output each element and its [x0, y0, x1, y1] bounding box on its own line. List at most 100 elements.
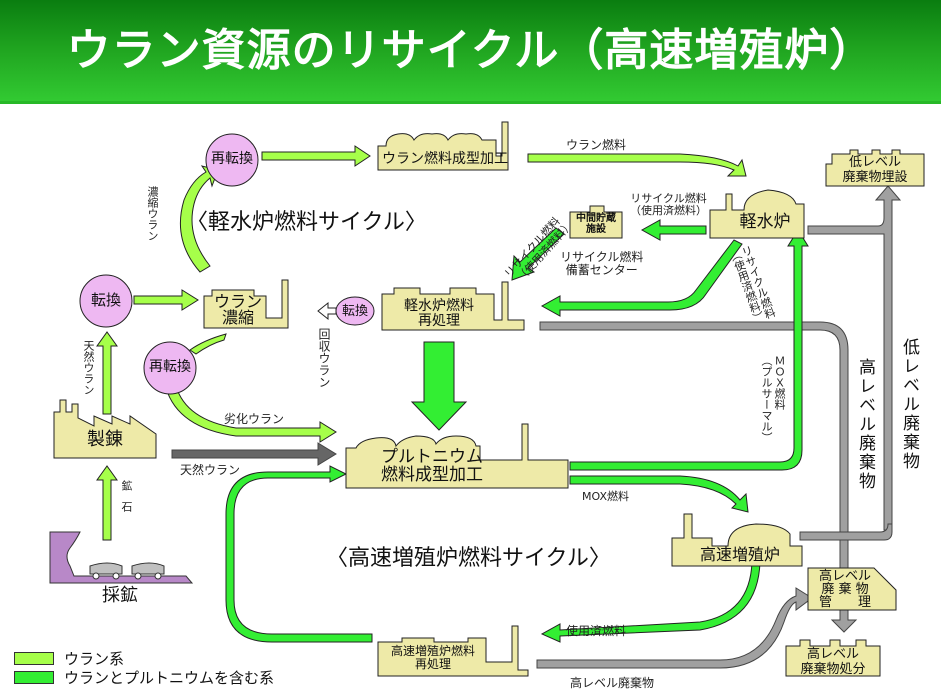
node-reconversion-mid [143, 341, 197, 395]
ore-up-arrow [96, 465, 118, 541]
title-rule [0, 101, 941, 104]
facility-fbr-label: 高速増殖炉 [699, 545, 780, 564]
label-line: ＭＯＸ燃料 [773, 355, 786, 410]
legend-swatch [14, 652, 54, 665]
reconversion-to-fabrication-arrow [261, 145, 371, 167]
facility-lwr-label: 軽水炉 [739, 212, 791, 232]
facility-fbr-reprocessing [377, 625, 529, 677]
facility-lwr [709, 189, 805, 239]
enriched-uranium-label: 濃縮ウラン [146, 186, 159, 241]
title-bar: ウラン資源のリサイクル（高速増殖炉） [0, 0, 941, 104]
facility-hlw-disposal-label: 高レベル 廃棄物処分 [786, 647, 880, 677]
label-line: 施設 [586, 224, 606, 235]
node-conversion-left-label: 転換 [90, 291, 121, 309]
conversion-to-enrichment-arrow [133, 289, 199, 311]
facility-pu-fabrication-label: プルトニウム 燃料成型加工 [352, 448, 512, 484]
node-conversion-left [79, 274, 133, 328]
recovered-uranium-arrow [317, 301, 337, 321]
node-reconversion-mid-label: 再転換 [149, 359, 191, 375]
facility-pu-fabrication [345, 423, 569, 489]
natural-uranium-up-label: 天然ウラン [82, 340, 95, 395]
legend-label: ウランとプルトニウムを含む系 [64, 669, 275, 687]
mine [49, 531, 194, 584]
hlw-vertical-label: 高レベル廃棄物 [855, 358, 875, 491]
label-line: 中間貯蔵 [576, 213, 616, 224]
conversion-nodes [79, 133, 375, 395]
hlw-label: 高レベル廃棄物 [570, 676, 655, 690]
legend-item-uranium: ウラン系 [14, 648, 124, 669]
fbr-cycle-title: 〈高速増殖炉燃料サイクル〉 [326, 546, 611, 571]
uranium-fuel-arrow [527, 153, 747, 177]
label-line: ウラン [213, 292, 262, 311]
fbr-low-level-waste-flow [799, 523, 893, 541]
facility-refining [53, 399, 157, 459]
label-line: プルトニウム [381, 447, 483, 467]
lwr-spent-to-reprocessing [540, 239, 743, 317]
legend-swatch [14, 671, 54, 684]
hlw-management-to-disposal-flow [830, 609, 858, 633]
facility-lwr-reprocessing-label: 軽水炉燃料 再処理 [384, 299, 494, 329]
recycle-diagonal-arrow [511, 227, 565, 281]
facility-interim-storage [569, 205, 623, 239]
spent-fuel-label: 使用済燃料 [566, 624, 627, 638]
lwr-to-interim-arrow [640, 219, 707, 241]
facility-mining-label: 採鉱 [102, 585, 138, 606]
facility-low-level-burial-label: 低レベル 廃棄物埋設 [826, 155, 924, 185]
natural-uranium-up-arrow [96, 331, 118, 415]
label-line: 備蓄センター [565, 263, 638, 277]
label-line: （プルサーマル） [760, 355, 773, 443]
uranium-flows [96, 145, 747, 541]
node-reconversion-top [205, 133, 259, 187]
label-line: 低レベル [848, 155, 901, 170]
label-line: 濃縮 [221, 308, 254, 327]
recycle-storage-center-label: リサイクル燃料 備蓄センター [560, 251, 643, 277]
label-line: 高レベル [818, 569, 871, 584]
facility-hlw-disposal [785, 639, 881, 677]
mine-cart-1 [89, 562, 123, 575]
facility-uranium-fuel-fabrication-label: ウラン燃料成型加工 [382, 151, 508, 167]
label-line: 高レベル [806, 647, 859, 662]
facility-hlw-management [807, 567, 897, 611]
facility-fbr [671, 513, 803, 567]
facility-enrichment [203, 279, 289, 329]
label-line: 再処理 [414, 657, 451, 671]
mine-cart-2 [131, 562, 165, 575]
label-line: 廃 棄 物 [821, 582, 869, 597]
depleted-uranium-arc [165, 385, 337, 443]
legend-label: ウラン系 [64, 650, 125, 668]
label-line: 高速増殖炉燃料 [390, 644, 475, 658]
label-line: 再処理 [418, 313, 460, 329]
label-line: 廃棄物埋設 [842, 170, 908, 185]
label-line: （使用済燃料） [630, 204, 707, 217]
label-line: リサイクル燃料 [560, 250, 644, 264]
label-line: 廃棄物処分 [800, 662, 866, 677]
ore-label: 鉱石 [120, 480, 133, 522]
facility-uranium-fuel-fabrication [377, 121, 509, 171]
facility-enrichment-label: ウラン 濃縮 [206, 294, 270, 326]
fbr-spent-fuel-arc [540, 561, 761, 643]
label-line: 燃料成型加工 [381, 465, 483, 485]
facility-refining-label: 製錬 [87, 429, 123, 450]
node-conversion-small-label: 転換 [341, 304, 368, 319]
facilities [53, 121, 925, 677]
facility-low-level-burial [825, 149, 925, 187]
legend-item-uranium-plutonium: ウランとプルトニウムを含む系 [14, 667, 274, 688]
label-line: 軽水炉燃料 [404, 298, 474, 314]
recovered-uranium-label: 回収ウラン [317, 328, 331, 388]
reprocessing-to-pu-fabrication [410, 341, 468, 431]
depleted-uranium-label: 劣化ウラン [224, 412, 285, 426]
page-title: ウラン資源のリサイクル（高速増殖炉） [66, 25, 875, 76]
lwr-cycle-title: 〈軽水炉燃料サイクル〉 [186, 210, 427, 235]
recycle-fuel-label: リサイクル燃料 （使用済燃料） [630, 193, 707, 217]
natural-uranium-label: 天然ウラン [180, 463, 241, 477]
llw-vertical-label: 低レベル廃棄物 [899, 338, 919, 471]
uranium-fuel-label: ウラン燃料 [566, 138, 627, 152]
node-reconversion-top-label: 再転換 [211, 151, 253, 167]
facility-hlw-management-label: 高レベル 廃 棄 物 管 理 [810, 570, 880, 609]
mine-ground [49, 531, 194, 584]
facility-interim-storage-label: 中間貯蔵 施設 [570, 213, 622, 235]
fbr-reprocessing-hlw-flow [536, 587, 813, 669]
mox-pluthermal-label: ＭＯＸ燃料 （プルサーマル） [760, 355, 786, 443]
facility-fbr-reprocessing-label: 高速増殖炉燃料 再処理 [378, 645, 488, 671]
